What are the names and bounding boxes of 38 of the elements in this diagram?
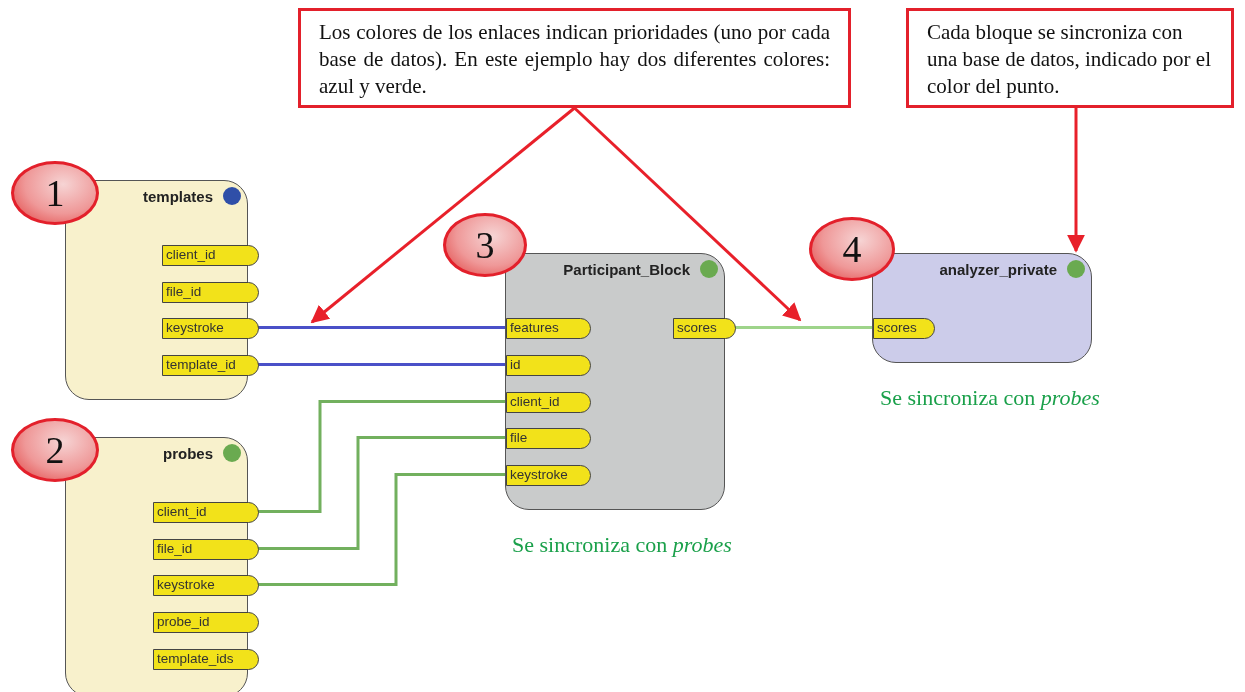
port-tab: client_id	[506, 392, 591, 413]
link-line	[735, 326, 872, 329]
port-tab: id	[506, 355, 591, 376]
sync-caption: Se sincroniza con probes	[512, 532, 732, 558]
link-line	[258, 473, 505, 586]
link-line	[258, 400, 505, 513]
leader-arrow	[310, 106, 576, 324]
block-panel	[872, 253, 1092, 363]
link-line	[258, 436, 505, 550]
port-tab: file_id	[162, 282, 259, 303]
port-tab: features	[506, 318, 591, 339]
port-tab: client_id	[153, 502, 259, 523]
block-title: templates	[142, 188, 213, 205]
port-tab: file	[506, 428, 591, 449]
callout-number: 2	[11, 418, 99, 482]
port-tab: template_id	[162, 355, 259, 376]
link-line	[258, 326, 505, 329]
note-box: Cada bloque se sincroniza con una base de datos, indicado por el color del punto.	[906, 8, 1234, 108]
callout-number: 1	[11, 161, 99, 225]
port-tab: scores	[873, 318, 935, 339]
leader-arrow	[1067, 108, 1085, 253]
port-tab: file_id	[153, 539, 259, 560]
sync-caption: Se sincroniza con probes	[880, 385, 1100, 411]
port-tab: keystroke	[153, 575, 259, 596]
port-tab: client_id	[162, 245, 259, 266]
block-title: Participant_Block	[563, 261, 690, 278]
port-tab: keystroke	[162, 318, 259, 339]
callout-number: 4	[809, 217, 895, 281]
port-tab: probe_id	[153, 612, 259, 633]
callout-number: 3	[443, 213, 527, 277]
link-line	[258, 363, 505, 366]
note-box: Los colores de los enlaces indican prioridades (uno por cada base de datos). En este ejemplo hay dos diferentes colores: azul y verde.	[298, 8, 851, 108]
port-tab: template_ids	[153, 649, 259, 670]
leader-arrow	[573, 106, 802, 322]
port-tab: keystroke	[506, 465, 591, 486]
port-tab: scores	[673, 318, 736, 339]
block-title: probes	[163, 445, 213, 462]
block-title: analyzer_private	[939, 261, 1057, 278]
